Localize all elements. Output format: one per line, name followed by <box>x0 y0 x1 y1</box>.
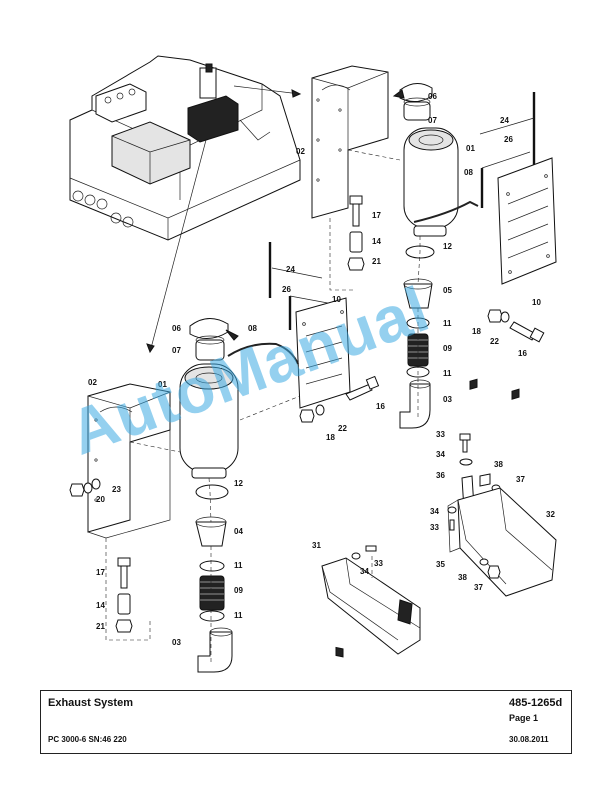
part-label: 17 <box>372 211 381 220</box>
part-label: 12 <box>443 242 452 251</box>
part-label: 14 <box>96 601 105 610</box>
part-label: 01 <box>466 144 475 153</box>
part-label: 06 <box>172 324 181 333</box>
part-label: 37 <box>474 583 483 592</box>
part-label: 03 <box>172 638 181 647</box>
part-label: 21 <box>372 257 381 266</box>
part-label: 22 <box>490 337 499 346</box>
part-label: 03 <box>443 395 452 404</box>
lower-assembly <box>69 242 380 673</box>
leader-to-lower-assembly <box>149 139 207 353</box>
part-label: 02 <box>88 378 97 387</box>
part-label: 12 <box>234 479 243 488</box>
part-label: 21 <box>96 622 105 631</box>
part-label: 09 <box>234 586 243 595</box>
lower-labels: 24 26 10 06 08 07 02 01 16 22 18 20 23 1… <box>88 265 385 647</box>
part-label: 34 <box>430 507 439 516</box>
part-label: 07 <box>172 346 181 355</box>
part-label: 01 <box>158 380 167 389</box>
part-label: 33 <box>430 523 439 532</box>
part-label: 35 <box>436 560 445 569</box>
part-label: 09 <box>443 344 452 353</box>
part-label: 38 <box>494 460 503 469</box>
part-label: 07 <box>428 116 437 125</box>
part-label: 10 <box>332 295 341 304</box>
part-label: 18 <box>472 327 481 336</box>
page-number: Page 1 <box>509 713 539 723</box>
part-label: 11 <box>234 561 243 570</box>
upper-assembly <box>311 65 557 429</box>
part-label: 37 <box>516 475 525 484</box>
exploded-parts-diagram: 06 07 01 24 26 02 08 17 14 21 12 05 10 1… <box>69 55 557 673</box>
part-label: 24 <box>500 116 509 125</box>
part-label: 20 <box>96 495 105 504</box>
document-number: 485-1265d <box>509 697 563 709</box>
part-label: 16 <box>518 349 527 358</box>
part-label: 04 <box>234 527 243 536</box>
part-label: 38 <box>458 573 467 582</box>
part-label: 05 <box>443 286 452 295</box>
part-label: 23 <box>112 485 121 494</box>
machine-overview <box>69 55 301 241</box>
part-label: 33 <box>436 430 445 439</box>
part-label: 02 <box>296 147 305 156</box>
part-label: 17 <box>96 568 105 577</box>
leader-to-upper-assembly <box>233 85 301 95</box>
part-label: 34 <box>360 567 369 576</box>
part-label: 11 <box>443 319 452 328</box>
part-label: 11 <box>443 369 452 378</box>
drawing-title: Exhaust System <box>48 697 133 709</box>
part-label: 36 <box>436 471 445 480</box>
part-label: 11 <box>234 611 243 620</box>
part-label: 24 <box>286 265 295 274</box>
part-label: 06 <box>428 92 437 101</box>
part-label: 33 <box>374 559 383 568</box>
part-label: 14 <box>372 237 381 246</box>
part-label: 32 <box>546 510 555 519</box>
part-label: 31 <box>312 541 321 550</box>
guards <box>321 378 557 658</box>
part-label: 10 <box>532 298 541 307</box>
part-label: 34 <box>436 450 445 459</box>
part-label: 18 <box>326 433 335 442</box>
part-label: 16 <box>376 402 385 411</box>
title-block: Exhaust System 485-1265d Page 1 PC 3000-… <box>40 690 572 754</box>
guard-labels: 33 34 36 38 37 34 33 32 35 38 37 31 33 3… <box>312 430 555 592</box>
part-label: 26 <box>282 285 291 294</box>
part-label: 22 <box>338 424 347 433</box>
drawing-date: 30.08.2011 <box>509 735 549 744</box>
part-label: 26 <box>504 135 513 144</box>
part-label: 08 <box>464 168 473 177</box>
part-label: 08 <box>248 324 257 333</box>
upper-labels: 06 07 01 24 26 02 08 17 14 21 12 05 10 1… <box>296 92 541 404</box>
machine-model: PC 3000-6 SN:46 220 <box>48 735 127 744</box>
